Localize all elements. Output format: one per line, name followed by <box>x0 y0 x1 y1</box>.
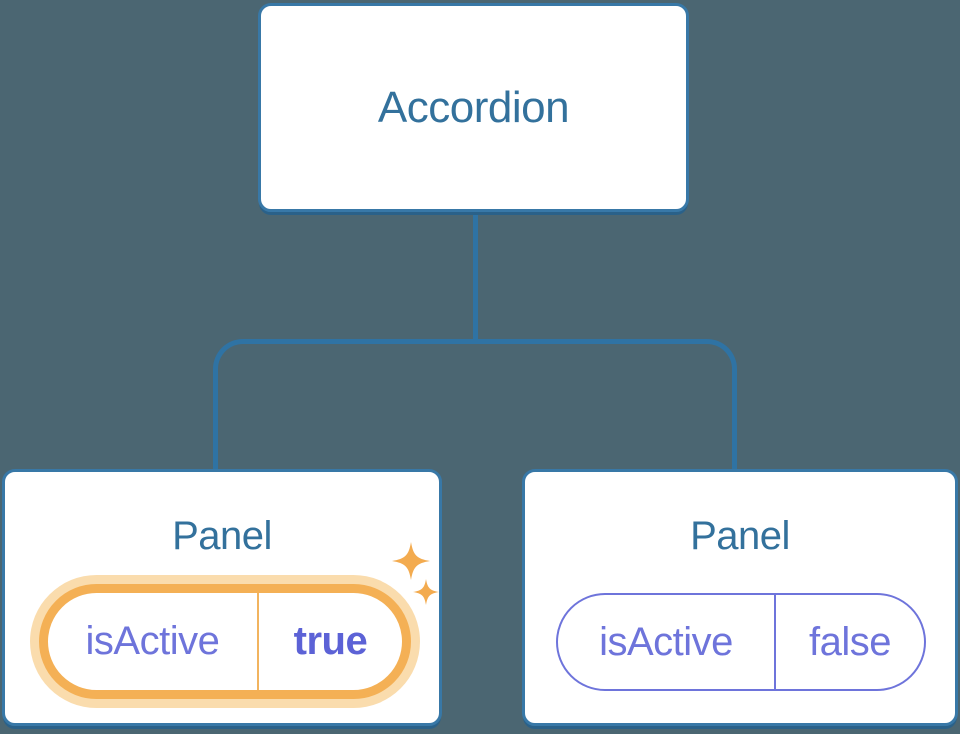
state-pill-inactive: isActive false <box>556 593 926 691</box>
panel-title: Panel <box>690 514 790 558</box>
accordion-node-label: Accordion <box>377 82 570 132</box>
state-value-label: true <box>293 619 368 663</box>
sparkle-icon <box>392 542 439 605</box>
connector-stem <box>473 212 478 343</box>
connector-branch <box>213 339 737 473</box>
panel-title: Panel <box>172 514 272 558</box>
panel-node-inactive: Panel isActive false <box>522 469 958 726</box>
pill-divider <box>256 593 259 690</box>
accordion-node: Accordion <box>258 3 689 212</box>
state-pill-active: isActive true <box>39 584 411 699</box>
panel-node-active: Panel isActive true <box>2 469 442 726</box>
state-prop-label: isActive <box>599 619 733 664</box>
state-value-label: false <box>808 619 892 664</box>
sparkle-icon-small <box>413 579 439 605</box>
pill-divider <box>773 595 776 689</box>
state-prop-label: isActive <box>85 619 220 663</box>
sparkle-icon-large <box>392 542 430 580</box>
